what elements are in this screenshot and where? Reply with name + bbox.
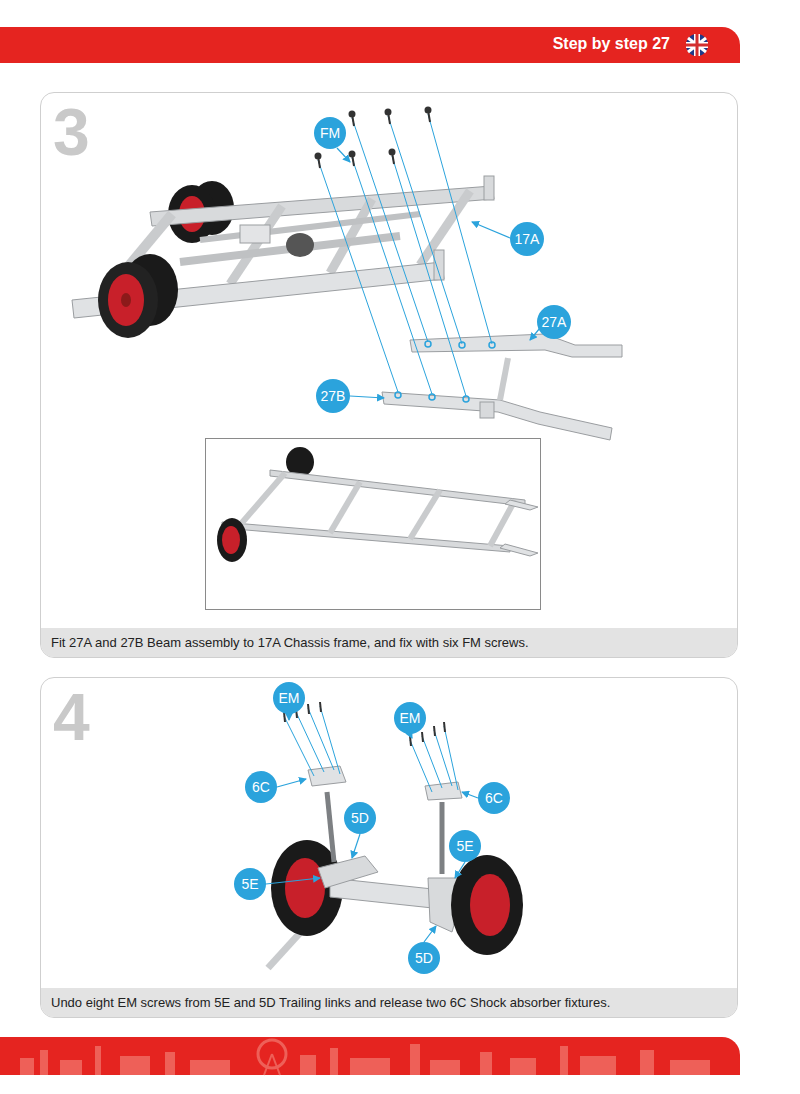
inset-view — [206, 439, 541, 610]
header-band — [0, 27, 740, 63]
callout-number: 27A — [537, 305, 571, 339]
step-caption: Fit 27A and 27B Beam assembly to 17A Cha… — [41, 628, 737, 657]
part-code: 27B — [321, 389, 346, 403]
leader-lines — [266, 714, 478, 942]
part-code: FM — [320, 126, 340, 140]
step-number: 3 — [53, 99, 90, 165]
part-code: 6C — [485, 791, 503, 805]
callout-number: 27B — [316, 379, 350, 413]
chassis-drawing — [72, 176, 622, 440]
step-panel: 3 FM 17A 27A 27B Fit 27A and 27B Beam assembl… — [40, 92, 738, 658]
instruction-text: Undo eight EM screws from 5E and 5D Trai… — [51, 995, 610, 1010]
page-title: Step by step 27 — [470, 34, 670, 54]
instruction-text: Fit 27A and 27B Beam assembly to 17A Cha… — [51, 635, 529, 650]
flag-icon — [686, 34, 708, 56]
callout-number: 5D — [344, 802, 376, 834]
part-code: 5D — [415, 951, 433, 965]
part-code: EM — [279, 691, 300, 705]
step-panel: 4 EM EM 6C 6C 5D 5E 5E 5D Undo eight EM screws fr… — [40, 677, 738, 1018]
part-code: 27A — [542, 315, 567, 329]
footer-band — [0, 1037, 740, 1075]
callout-number: 6C — [478, 782, 510, 814]
callout-number: FM — [314, 117, 346, 149]
axle-drawing — [268, 766, 523, 968]
callout-number: 6C — [245, 771, 277, 803]
step-number: 4 — [53, 684, 90, 750]
callout-number: EM — [273, 682, 305, 714]
step-caption: Undo eight EM screws from 5E and 5D Trai… — [41, 988, 737, 1017]
part-code: EM — [400, 711, 421, 725]
screw-guides — [318, 114, 492, 396]
callout-number: 5D — [408, 942, 440, 974]
callout-number: 5E — [449, 830, 481, 862]
part-code: 5E — [241, 877, 258, 891]
part-code: 6C — [252, 780, 270, 794]
leader-lines — [337, 148, 545, 398]
part-code: 17A — [515, 232, 540, 246]
screws — [284, 702, 445, 746]
part-code: 5D — [351, 811, 369, 825]
callout-number: 5E — [234, 868, 266, 900]
callout-number: 17A — [510, 222, 544, 256]
screw-guides — [284, 706, 458, 792]
callout-number: EM — [394, 702, 426, 734]
holes — [395, 341, 495, 402]
part-code: 5E — [456, 839, 473, 853]
